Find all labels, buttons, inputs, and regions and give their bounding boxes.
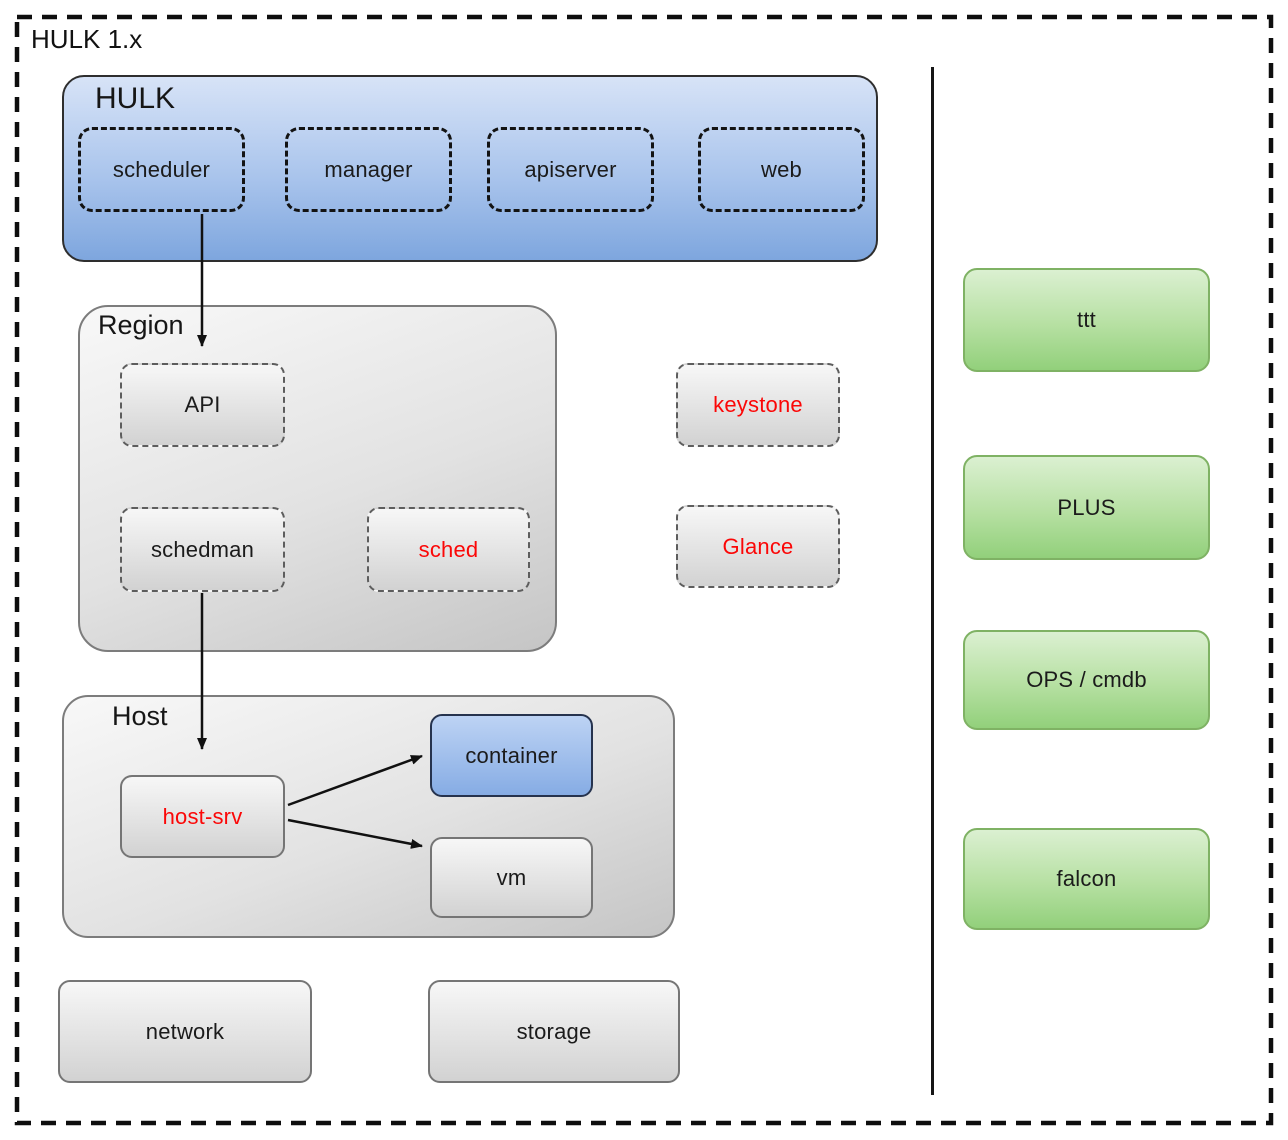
- node-sched: sched: [367, 507, 530, 592]
- node-apiserver: apiserver: [487, 127, 654, 212]
- node-plus: PLUS: [963, 455, 1210, 560]
- node-glance-label: Glance: [722, 533, 794, 559]
- node-ops-cmdb: OPS / cmdb: [963, 630, 1210, 730]
- node-sched-label: sched: [418, 536, 479, 562]
- node-host-srv-label: host-srv: [162, 803, 243, 829]
- node-glance: Glance: [676, 505, 840, 588]
- node-container: container: [430, 714, 593, 797]
- hulk-group-label: HULK: [95, 82, 176, 115]
- node-container-label: container: [465, 742, 558, 768]
- node-falcon-label: falcon: [1056, 866, 1117, 891]
- node-storage: storage: [428, 980, 680, 1083]
- node-network-label: network: [145, 1018, 225, 1044]
- node-scheduler: scheduler: [78, 127, 245, 212]
- region-group: [78, 305, 557, 652]
- node-schedman: schedman: [120, 507, 285, 592]
- node-schedman-label: schedman: [150, 536, 255, 562]
- node-ttt-label: ttt: [1077, 307, 1096, 332]
- diagram-title: HULK 1.x: [31, 24, 143, 54]
- node-web-label: web: [761, 156, 802, 182]
- separator-line: [931, 67, 934, 1095]
- node-vm-label: vm: [496, 864, 527, 890]
- node-keystone-label: keystone: [713, 392, 803, 417]
- node-api: API: [120, 363, 285, 447]
- node-manager-label: manager: [324, 156, 413, 182]
- node-ttt: ttt: [963, 268, 1210, 372]
- node-storage-label: storage: [516, 1018, 592, 1044]
- node-manager: manager: [285, 127, 452, 212]
- node-host-srv: host-srv: [120, 775, 285, 858]
- node-api-label: API: [184, 392, 221, 417]
- node-ops-cmdb-label: OPS / cmdb: [1026, 667, 1147, 692]
- node-vm: vm: [430, 837, 593, 918]
- node-plus-label: PLUS: [1057, 494, 1116, 520]
- host-group-label: Host: [112, 701, 168, 731]
- node-apiserver-label: apiserver: [524, 156, 617, 182]
- node-keystone: keystone: [676, 363, 840, 447]
- node-web: web: [698, 127, 865, 212]
- node-scheduler-label: scheduler: [112, 156, 211, 182]
- node-falcon: falcon: [963, 828, 1210, 930]
- region-group-label: Region: [98, 310, 184, 340]
- node-network: network: [58, 980, 312, 1083]
